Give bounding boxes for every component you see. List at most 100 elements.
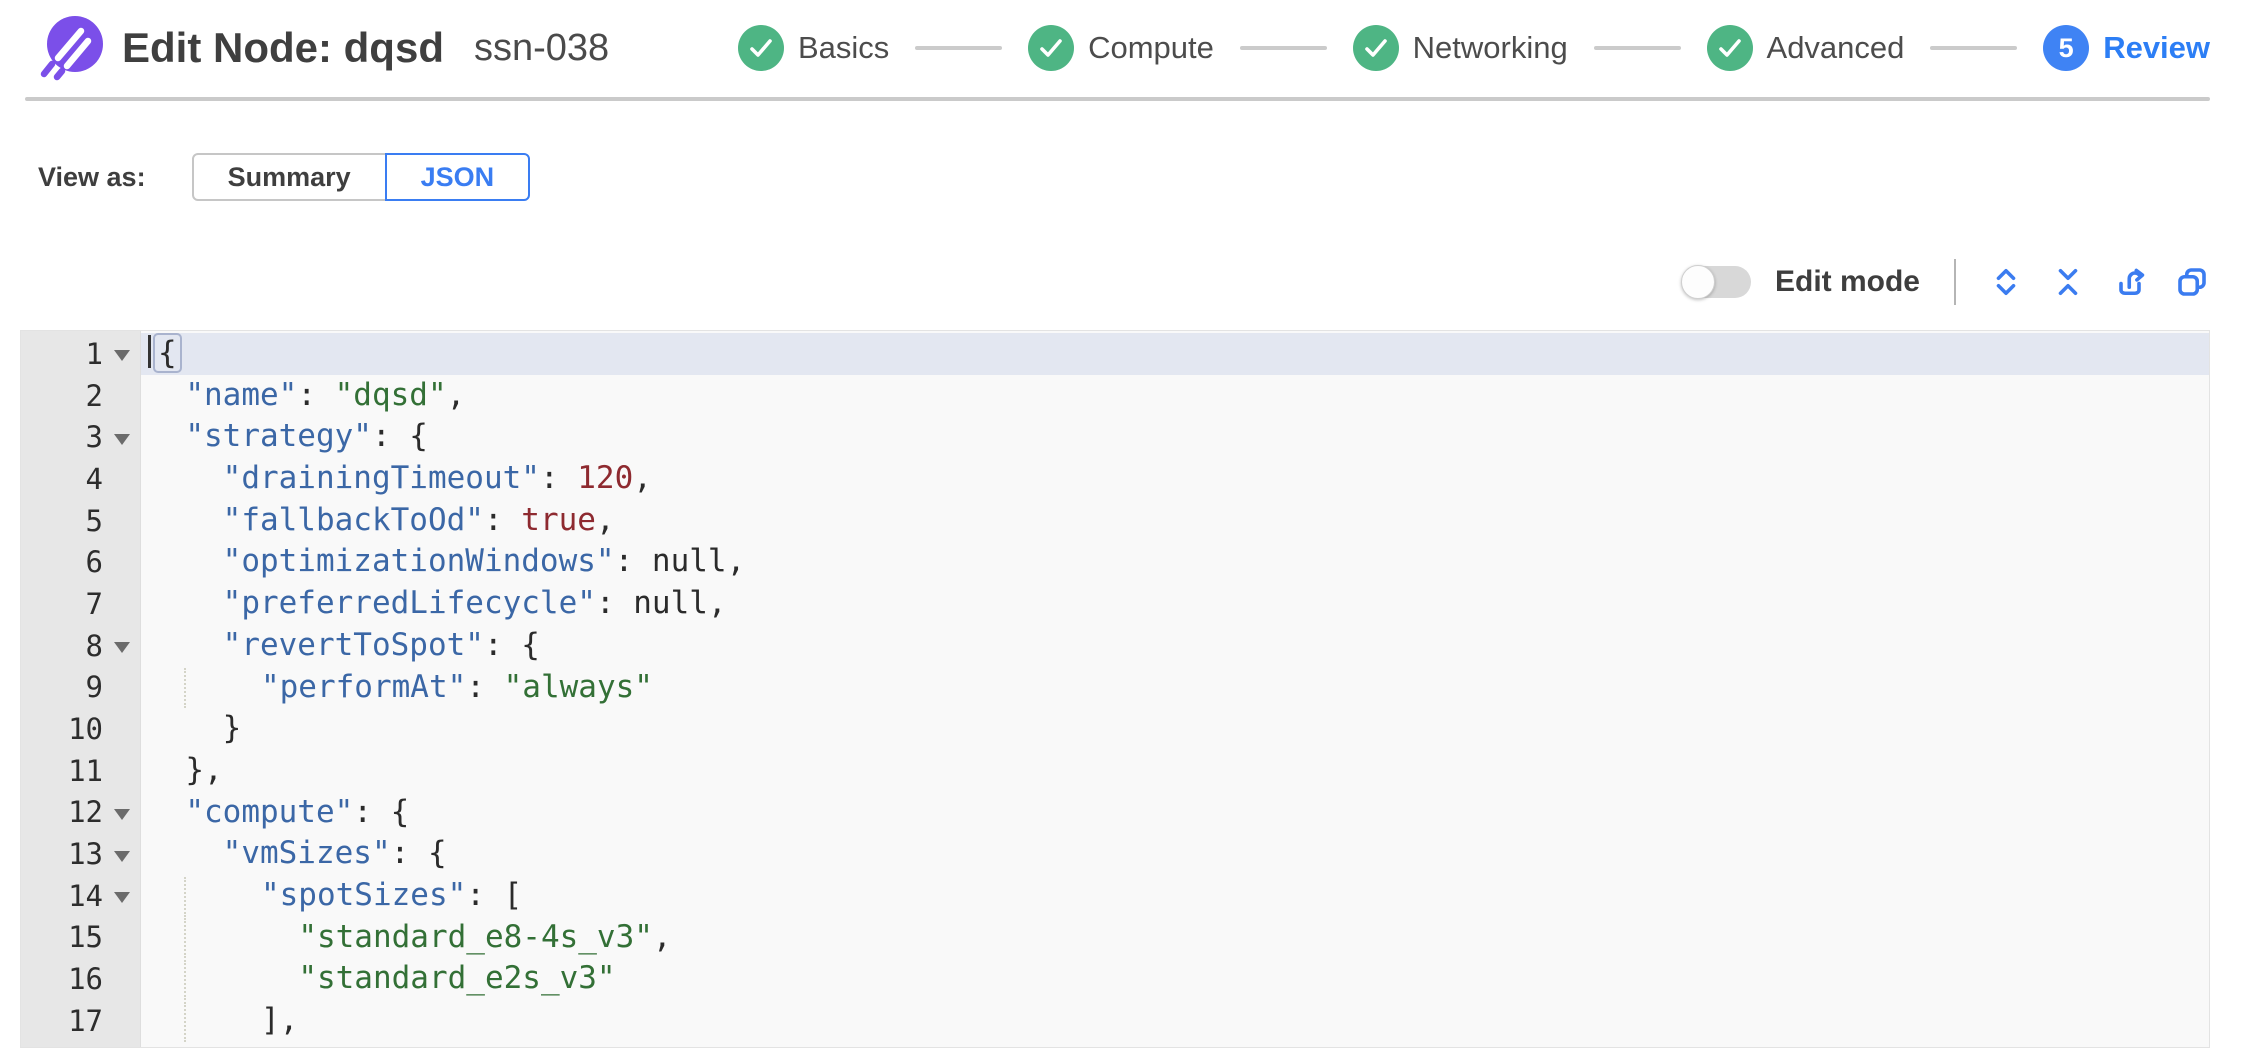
step-label: Advanced [1766,30,1905,65]
step-compute[interactable]: Compute [1028,25,1214,71]
wizard-stepper: Basics Compute Networking Advanced 5 [738,0,2210,96]
gutter-line-number: 12 [21,792,141,834]
step-advanced[interactable]: Advanced [1706,25,1905,71]
edit-mode-toggle[interactable] [1680,265,1751,299]
copy-icon[interactable] [2174,264,2210,300]
gutter-line-number: 17 [68,1003,103,1038]
gutter-line-number: 6 [85,545,103,580]
editor-line[interactable]: 11 }, [21,750,2209,792]
check-icon [1352,25,1399,71]
wizard-header: Edit Node: dqsd ssn-038 Basics Compute N… [0,0,2250,96]
code-line[interactable]: "fallbackToOd": true, [222,501,615,538]
export-icon[interactable] [2112,264,2148,300]
page-title: Edit Node: dqsd [122,24,444,71]
code-line[interactable]: "performAt": "always" [141,667,2209,709]
code-line[interactable]: }, [148,751,223,788]
editor-line[interactable]: 14 "spotSizes": [ [21,875,2209,917]
gutter-line-number: 2 [85,378,103,413]
fold-arrow-icon[interactable] [114,892,130,904]
toolbar-divider [1954,259,1956,305]
editor-toolbar: Edit mode [1680,252,2210,312]
gutter-line-number: 3 [21,416,141,458]
step-networking[interactable]: Networking [1352,25,1568,71]
editor-line[interactable]: 6 "optimizationWindows": null, [21,541,2209,583]
editor-line[interactable]: 15 "standard_e8-4s_v3", [21,917,2209,959]
text-cursor [148,335,151,368]
summary-view-button[interactable]: Summary [191,153,387,201]
gutter-line-number: 8 [21,625,141,667]
editor-line[interactable]: 8 "revertToSpot": { [21,625,2209,667]
check-icon [1706,25,1753,71]
json-editor[interactable]: 1{2 "name": "dqsd",3 "strategy": {4 "dra… [20,330,2210,1048]
code-line[interactable]: "strategy": { [185,418,428,455]
code-line[interactable]: "spotSizes": [ [141,875,2209,917]
gutter-line-number: 4 [85,461,103,496]
editor-line[interactable]: 7 "preferredLifecycle": null, [21,583,2209,625]
gutter-line-number: 7 [85,586,103,621]
gutter-line-number: 11 [68,753,103,788]
check-icon [738,25,784,71]
spot-logo-icon [36,13,106,83]
code-line[interactable]: "vmSizes": { [222,835,447,872]
editor-line[interactable]: 16 "standard_e2s_v3" [21,958,2209,1001]
editor-line[interactable]: 12 "compute": { [21,792,2209,834]
code-line[interactable]: "name": "dqsd", [185,376,466,413]
node-id-text: ssn-038 [473,26,610,69]
step-number: 5 [2058,32,2074,63]
editor-line[interactable]: 9 "performAt": "always" [21,667,2209,709]
step-number-circle: 5 [2043,25,2090,71]
gutter-line-number: 13 [21,833,141,875]
step-connector [1930,46,2018,50]
gutter-line-number: 5 [85,503,103,538]
view-as-row: View as: Summary JSON [38,152,531,202]
code-line[interactable]: ], [141,1000,2209,1042]
toggle-knob [1680,265,1715,299]
code-line[interactable]: "revertToSpot": { [222,626,540,663]
code-line[interactable]: "compute": { [185,793,410,830]
editor-line[interactable]: 13 "vmSizes": { [21,833,2209,875]
fold-arrow-icon[interactable] [114,642,130,654]
gutter-line-number: 16 [68,962,103,997]
collapse-icon[interactable] [2050,264,2086,300]
editor-line[interactable]: 3 "strategy": { [21,416,2209,458]
step-label: Networking [1412,30,1568,65]
step-connector [915,46,1003,50]
view-as-segmented-control: Summary JSON [191,153,531,201]
step-connector [1593,46,1681,50]
fold-arrow-icon[interactable] [114,808,130,820]
header-divider [25,97,2210,101]
code-line[interactable]: "drainingTimeout": 120, [222,460,652,497]
gutter-line-number: 9 [85,670,103,705]
code-line[interactable]: } [148,710,242,747]
code-line[interactable]: "standard_e2s_v3" [141,958,2209,1001]
step-label: Compute [1088,30,1214,65]
step-label: Basics [798,30,890,65]
code-line[interactable]: "standard_e8-4s_v3", [141,917,2209,959]
step-connector [1239,46,1327,50]
gutter-line-number: 1 [21,333,141,375]
step-review[interactable]: 5 Review [2043,25,2210,71]
editor-line[interactable]: 2 "name": "dqsd", [21,375,2209,417]
editor-line[interactable]: 17 ], [21,1000,2209,1042]
node-id-clip: ssn-038 [474,27,624,70]
editor-lines: 1{2 "name": "dqsd",3 "strategy": {4 "dra… [21,331,2209,1042]
json-view-button[interactable]: JSON [384,153,531,201]
fold-arrow-icon[interactable] [114,350,130,362]
editor-line[interactable]: 4 "drainingTimeout": 120, [21,458,2209,500]
gutter-line-number: 14 [21,875,141,917]
code-line[interactable]: "preferredLifecycle": null, [222,585,727,622]
editor-gutter [21,331,141,1047]
editor-line[interactable]: 5 "fallbackToOd": true, [21,500,2209,542]
code-line[interactable]: { [141,333,2209,375]
step-basics[interactable]: Basics [738,25,889,71]
check-icon [1028,25,1075,71]
gutter-line-number: 10 [68,712,103,747]
code-line[interactable]: "optimizationWindows": null, [222,543,746,580]
editor-line[interactable]: 1{ [21,333,2209,375]
fold-arrow-icon[interactable] [114,433,130,445]
step-label: Review [2103,30,2211,65]
expand-icon[interactable] [1988,264,2024,300]
edit-mode-label: Edit mode [1774,265,1920,298]
editor-line[interactable]: 10 } [21,708,2209,750]
fold-arrow-icon[interactable] [114,850,130,862]
